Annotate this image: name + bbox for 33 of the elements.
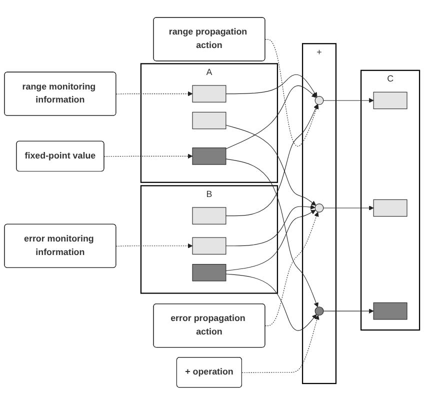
- arrow: [104, 153, 193, 158]
- node-box: [192, 84, 226, 102]
- arrow: [226, 74, 318, 97]
- arrow: [264, 211, 319, 326]
- arrow: [226, 124, 316, 206]
- cluster: A: [140, 62, 278, 182]
- arrow: [226, 158, 318, 307]
- arrow: [323, 308, 374, 314]
- node-box: [192, 206, 226, 224]
- node-box: [192, 264, 226, 281]
- arrow: [226, 204, 316, 246]
- cluster: C: [360, 69, 420, 330]
- arrow: [226, 273, 317, 330]
- arrow: [323, 205, 374, 210]
- node-box: [373, 198, 408, 216]
- node-box: [192, 236, 226, 254]
- arrow: [116, 90, 193, 96]
- arrow: [226, 84, 316, 149]
- node-box: [373, 91, 408, 109]
- cluster: +: [302, 42, 337, 384]
- node-circle: [314, 203, 324, 212]
- arrow: [242, 314, 320, 372]
- node-box: [192, 111, 226, 129]
- cluster: B: [140, 184, 278, 294]
- node-circle: [314, 306, 324, 316]
- arrow: [116, 243, 193, 248]
- arrow: [226, 104, 318, 216]
- node-circle: [314, 96, 324, 104]
- arrow: [264, 38, 319, 146]
- arrow: [323, 98, 374, 102]
- arrow: [226, 209, 316, 271]
- node-box: [192, 147, 226, 164]
- node-box: [373, 302, 408, 320]
